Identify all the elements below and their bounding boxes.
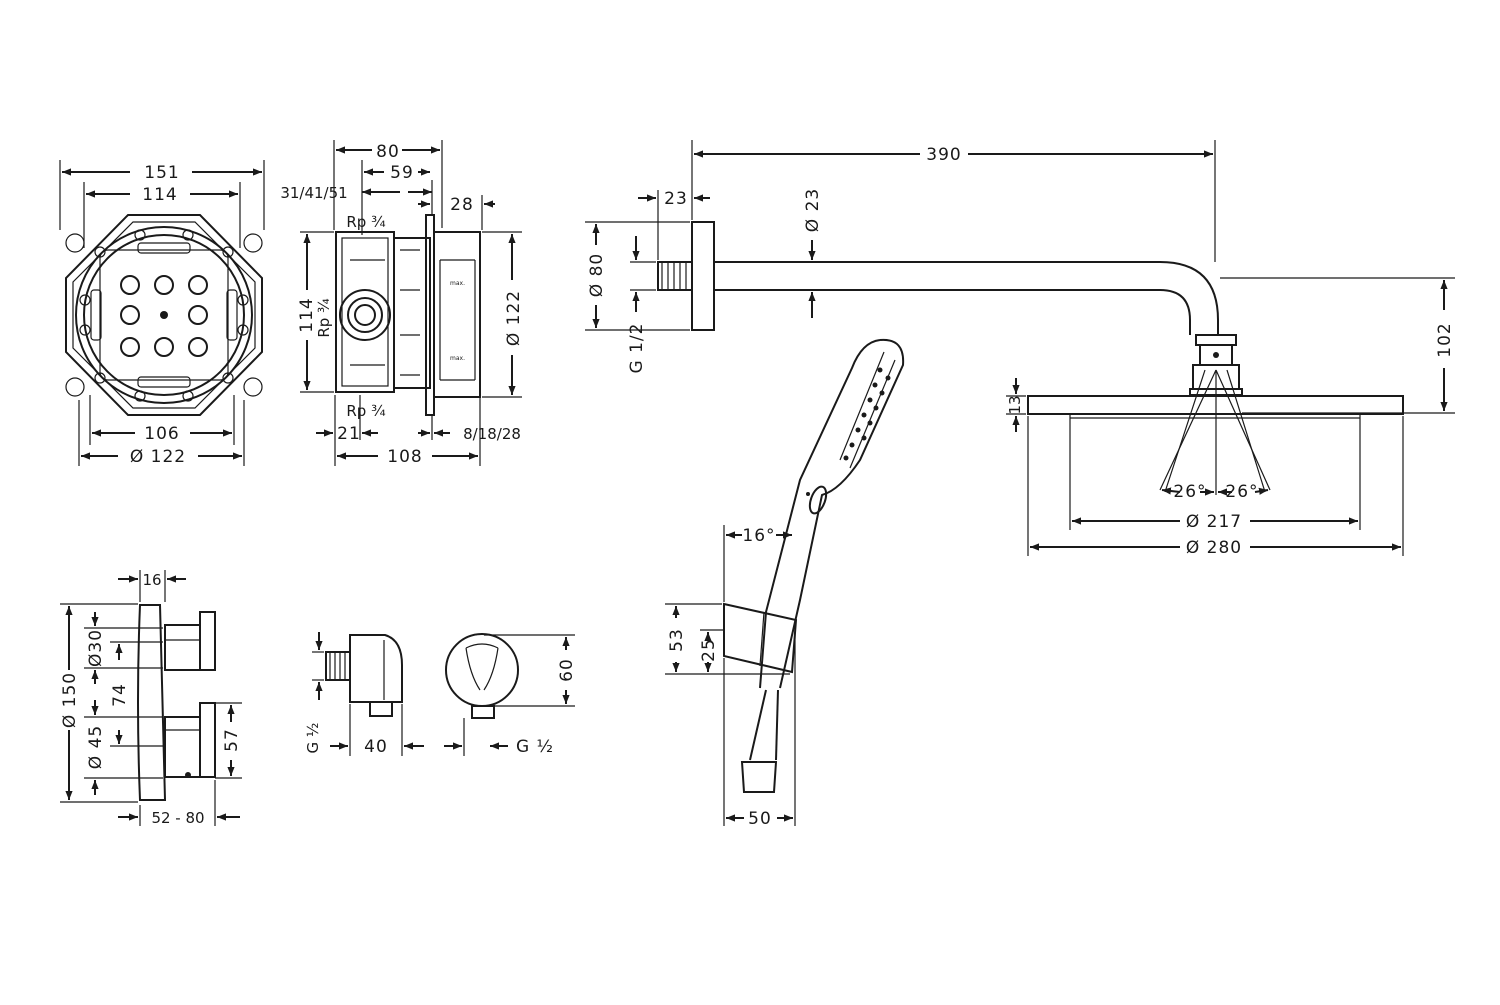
dim-106: 106 (144, 424, 179, 444)
dim-dia-150: Ø 150 (60, 672, 80, 728)
thermostat-side-view: 16 Ø 150 Ø30 74 Ø 45 57 52 - 80 (60, 570, 242, 827)
hand-shower-angle: 16° (742, 526, 775, 546)
dim-59: 59 (390, 163, 414, 183)
mounting-box-side-view: max. max. (280, 140, 524, 467)
dim-40: 40 (364, 737, 388, 757)
dim-13: 13 (1006, 395, 1024, 414)
max-marking-top: max. (450, 280, 465, 287)
dim-108: 108 (387, 447, 422, 467)
overhead-shower: 13 26° 26° Ø 217 Ø 280 (1006, 369, 1404, 558)
dim-16: 16 (142, 571, 161, 589)
wall-outlet: G ½ 40 G ½ 60 (304, 632, 577, 757)
dim-dia-45: Ø 45 (86, 725, 106, 769)
thread-g-half: G 1/2 (627, 323, 647, 374)
thread-rp-top: Rp ¾ (346, 213, 386, 231)
dim-74: 74 (110, 683, 130, 707)
thread-g-half-right: G ½ (516, 737, 554, 757)
dim-50: 50 (748, 809, 772, 829)
dim-dia-217: Ø 217 (1186, 512, 1242, 532)
spray-angle-right: 26° (1225, 482, 1258, 502)
dim-dia-122-side: Ø 122 (504, 290, 524, 346)
hand-shower: 16° 53 25 50 (665, 338, 905, 829)
dim-cover-depth: 8/18/28 (463, 425, 521, 443)
dim-53: 53 (667, 628, 687, 652)
dim-dia-80: Ø 80 (587, 253, 607, 297)
thread-g-half-left: G ½ (304, 723, 322, 754)
dim-dia-280: Ø 280 (1186, 538, 1242, 558)
dim-outlets: 31/41/51 (280, 184, 347, 202)
dim-depth-52-80: 52 - 80 (151, 809, 204, 827)
dim-114: 114 (142, 185, 177, 205)
dim-21: 21 (337, 424, 361, 444)
dim-28: 28 (450, 195, 474, 215)
mounting-box-front-view: 151 114 106 Ø 122 (59, 160, 265, 467)
dim-60: 60 (557, 658, 577, 682)
spray-angle-left: 26° (1173, 482, 1206, 502)
max-marking-bottom: max. (450, 355, 465, 362)
dim-25: 25 (699, 638, 719, 662)
shower-arm: 390 23 Ø 23 Ø 80 G 1/2 102 (585, 140, 1455, 414)
dim-102: 102 (1435, 322, 1455, 357)
dim-dia-30: Ø30 (86, 629, 106, 667)
dim-151: 151 (144, 163, 179, 183)
dim-57: 57 (222, 728, 242, 752)
thread-rp-side: Rp ¾ (315, 298, 333, 338)
dim-80: 80 (376, 142, 400, 162)
dim-390: 390 (926, 145, 961, 165)
thread-rp-bottom: Rp ¾ (346, 402, 386, 420)
dim-23: 23 (664, 189, 688, 209)
dim-dia-23: Ø 23 (803, 188, 823, 232)
dim-114-side: 114 (297, 297, 317, 332)
dim-dia-122: Ø 122 (130, 447, 186, 467)
